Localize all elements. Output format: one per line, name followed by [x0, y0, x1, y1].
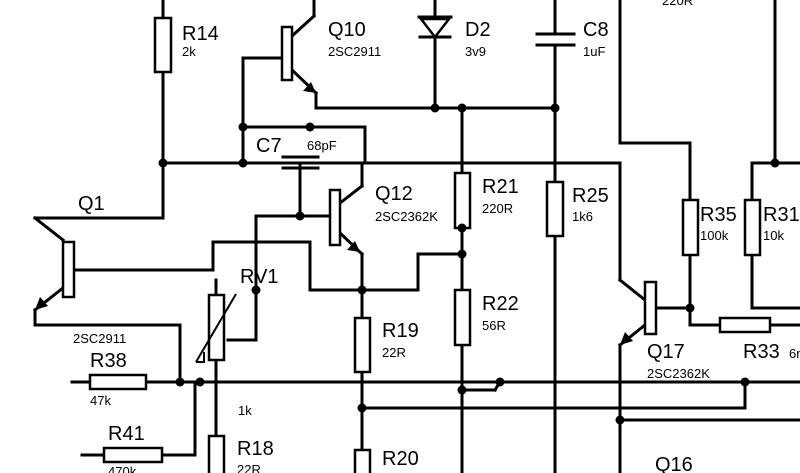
- q12-value: 2SC2362K: [375, 209, 438, 224]
- transistors: [35, 25, 658, 345]
- resistors: [88, 16, 772, 473]
- r21-ref: R21: [482, 176, 519, 198]
- q1-base-bar: [61, 240, 76, 299]
- r35-body: [681, 198, 700, 257]
- r14-value: 2k: [182, 44, 196, 59]
- labels: 220R R14 2k Q10 2SC2911 D2 3v9 C8 1uF C7…: [73, 0, 800, 473]
- d2-value: 3v9: [465, 44, 486, 59]
- r41-value: 470k: [108, 464, 137, 473]
- r19-body: [353, 316, 372, 374]
- r41-ref: R41: [108, 423, 145, 445]
- r33-body: [718, 316, 772, 334]
- r14-ref: R14: [182, 23, 219, 45]
- top-cut-value: 220R: [662, 0, 693, 8]
- c8-value: 1uF: [583, 44, 605, 59]
- r22-ref: R22: [482, 293, 519, 315]
- r35-ref: R35: [700, 204, 737, 226]
- q1-emitter-arrow: [35, 297, 48, 310]
- r33-value: 6r: [789, 346, 800, 361]
- r14-body: [153, 16, 173, 74]
- c7-ref: C7: [256, 135, 282, 157]
- r19-value: 22R: [382, 345, 406, 360]
- q10-base-bar: [280, 25, 294, 82]
- r18-ref: R18: [237, 438, 274, 460]
- rv1-ref: RV1: [240, 266, 279, 288]
- r38-body: [88, 373, 148, 391]
- q17-ref: Q17: [647, 341, 685, 363]
- c7-value: 68pF: [307, 138, 337, 153]
- r18-body: [207, 434, 226, 473]
- q17-value: 2SC2362K: [647, 366, 710, 381]
- r25-body: [545, 180, 565, 238]
- r25-ref: R25: [572, 185, 609, 207]
- q10-value: 2SC2911: [328, 44, 381, 59]
- rv1-arrow: [195, 293, 237, 363]
- r25-value: 1k6: [572, 209, 593, 224]
- q10-ref: Q10: [328, 19, 366, 41]
- r20-ref: R20: [382, 448, 419, 470]
- r33-ref: R33: [743, 341, 780, 363]
- q12-ref: Q12: [375, 183, 413, 205]
- r31-ref: R31: [763, 204, 800, 226]
- r21-value: 220R: [482, 201, 513, 216]
- r21-body: [453, 171, 472, 230]
- diode-d2: [417, 15, 453, 40]
- q1-ref: Q1: [78, 193, 105, 215]
- r22-value: 56R: [482, 318, 506, 333]
- capacitors: [281, 32, 576, 170]
- r41-body: [102, 446, 164, 464]
- q12-emitter-arrow: [347, 241, 360, 252]
- r18-value: 22R: [237, 462, 261, 473]
- q17-emitter-arrow: [620, 332, 633, 345]
- r31-value: 10k: [763, 228, 784, 243]
- c8-ref: C8: [583, 19, 609, 41]
- r20-body: [353, 448, 372, 473]
- r35-value: 100k: [700, 228, 729, 243]
- q10-emitter-arrow: [303, 82, 316, 93]
- rv1-value: 1k: [238, 403, 252, 418]
- r38-value: 47k: [90, 393, 111, 408]
- d2-ref: D2: [465, 19, 491, 41]
- r38-ref: R38: [90, 350, 127, 372]
- q1-value: 2SC2911: [73, 331, 126, 346]
- r19-ref: R19: [382, 320, 419, 342]
- r22-body: [453, 288, 472, 347]
- q12-base-bar: [328, 188, 342, 247]
- junctions: [158, 103, 780, 425]
- q17-base-bar: [643, 280, 658, 336]
- q16-ref: Q16: [655, 454, 693, 473]
- r31-body: [743, 198, 762, 257]
